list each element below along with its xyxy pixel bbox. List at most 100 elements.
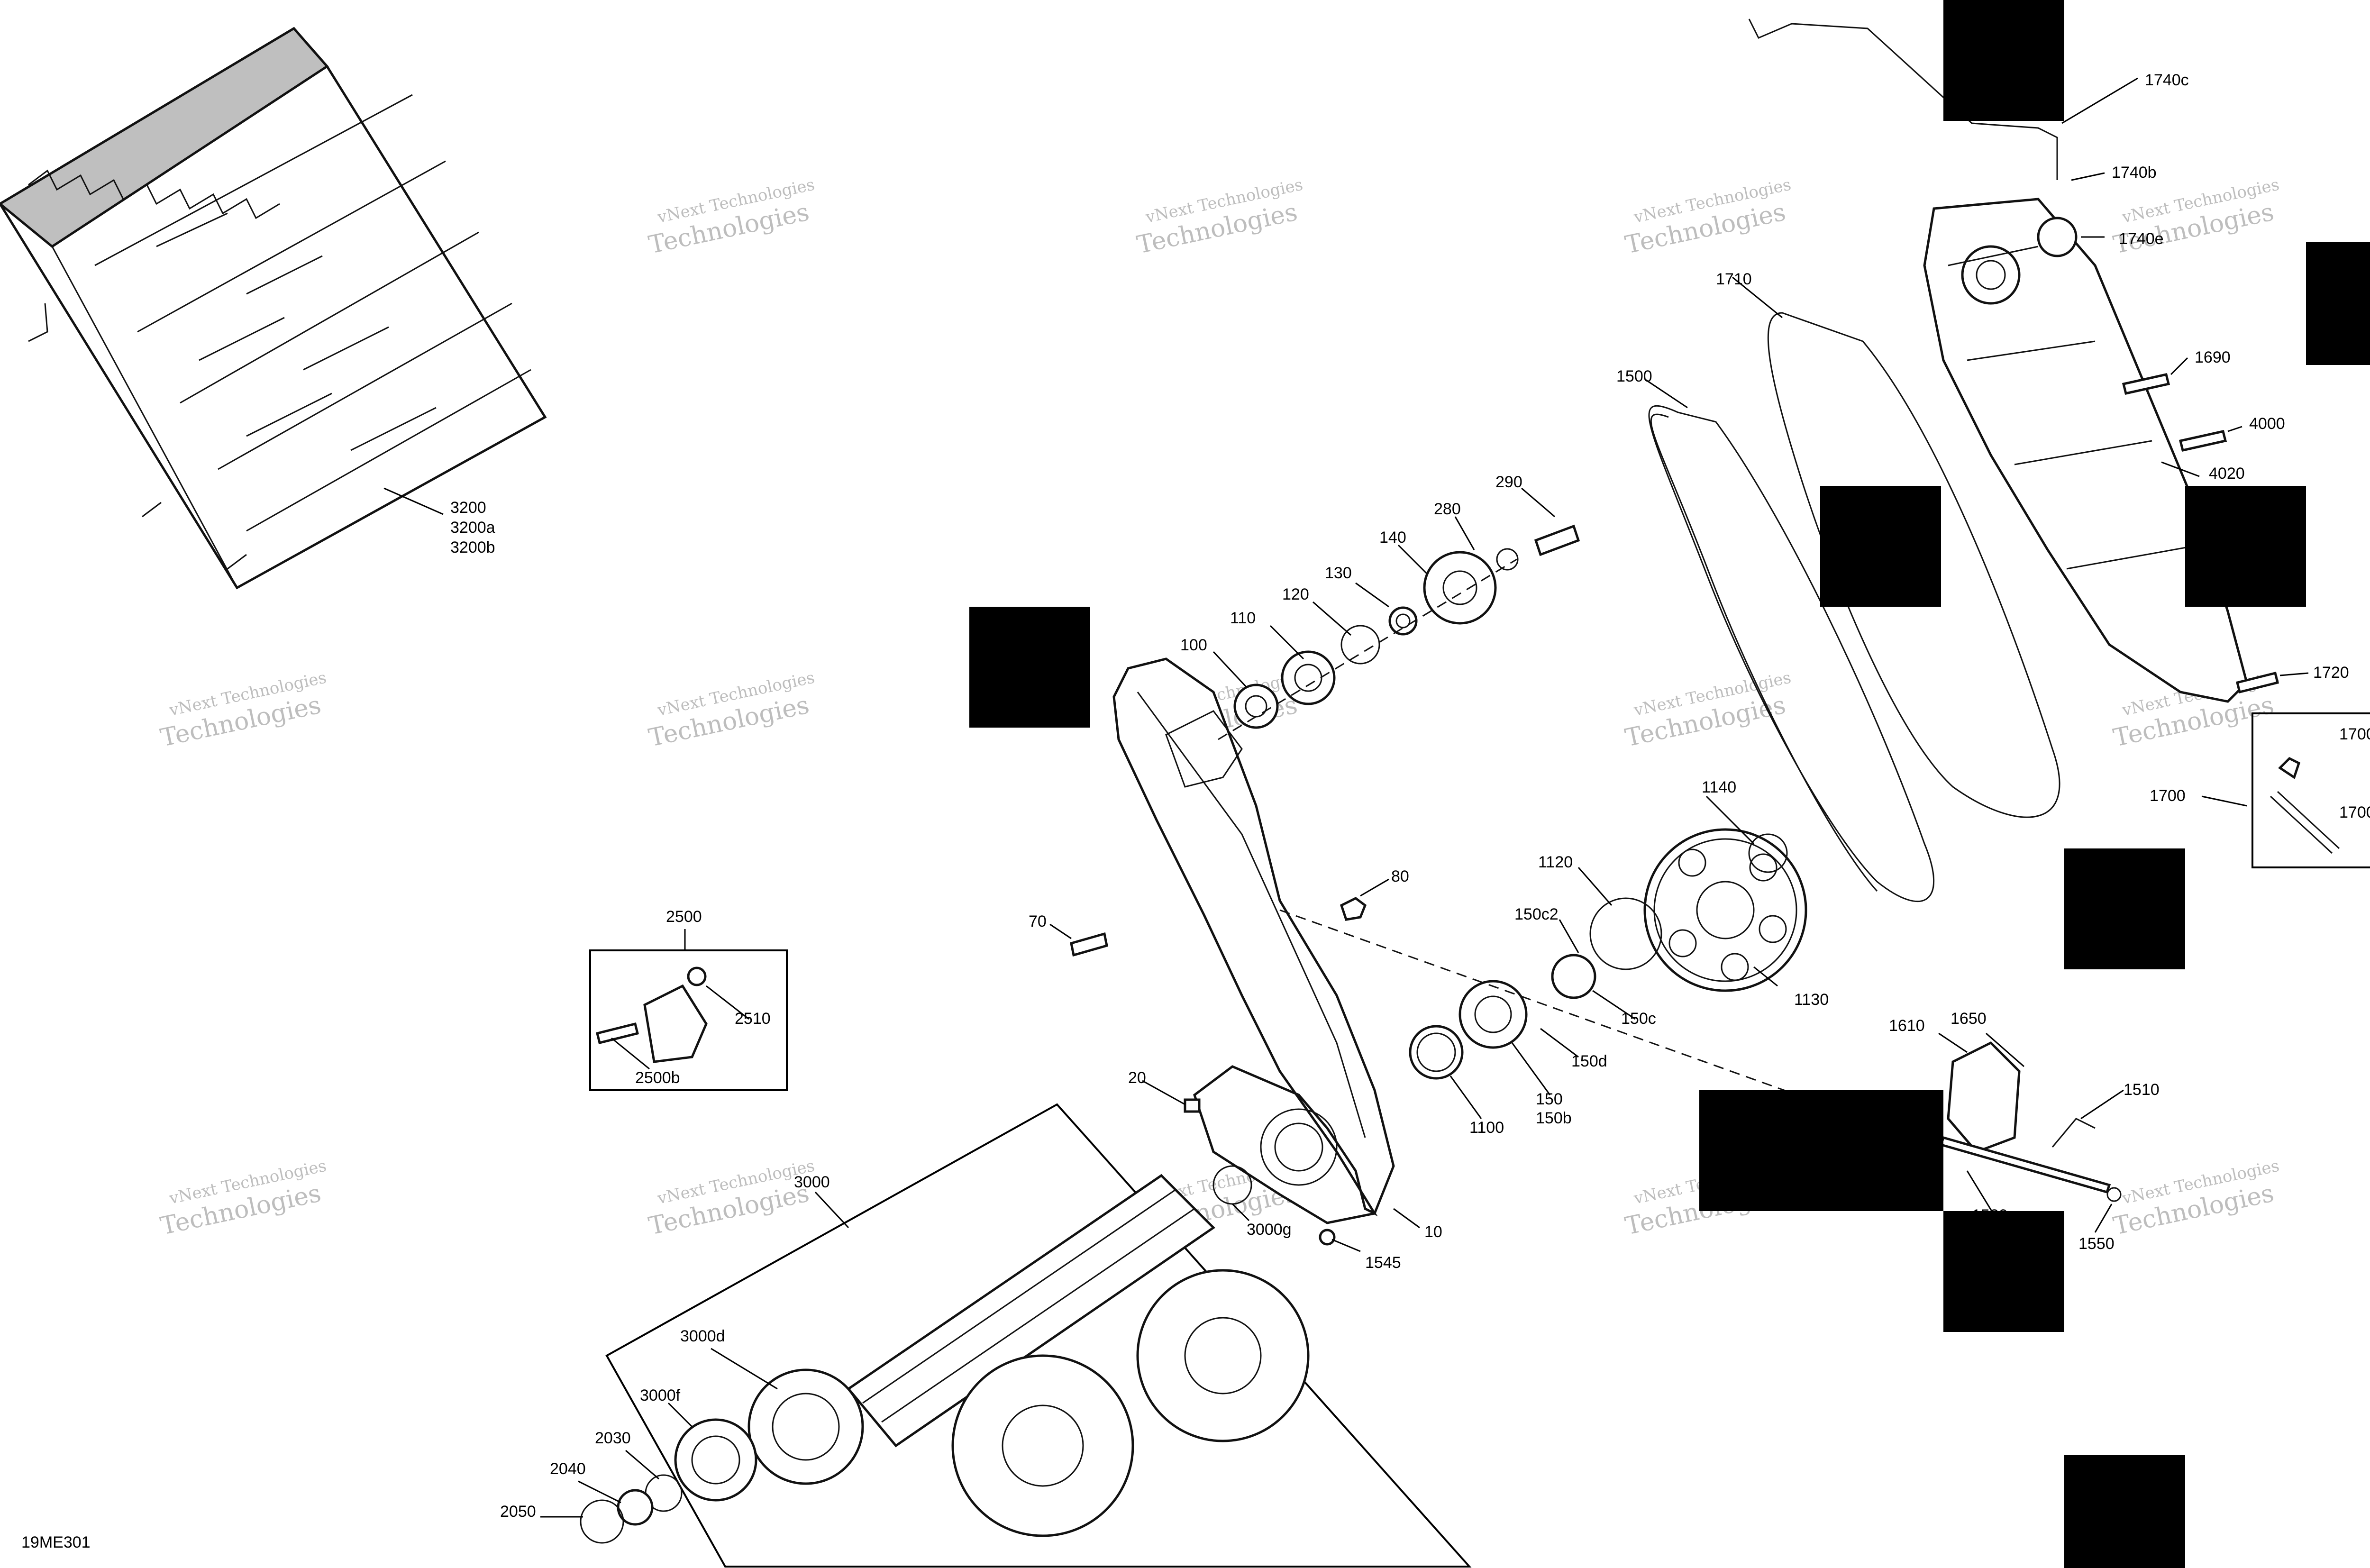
callout-3000: 3000 [794,1173,830,1191]
drive-sprocket-right [1136,1269,1310,1442]
watermark: vNext Technologies Technologies [1623,175,1793,259]
washer-280 [1496,548,1519,571]
callout-1545: 1545 [1365,1254,1401,1272]
callout-2030: 2030 [595,1429,631,1447]
drive-chain [1648,405,1935,902]
callout-1740e: 1740e [2119,230,2164,248]
plug-1545 [1319,1229,1336,1246]
callout-20: 20 [1128,1069,1146,1087]
callout-1740c: 1740c [2145,71,2189,89]
callout-1720: 1720 [2313,664,2349,682]
callout-290: 290 [1495,473,1522,491]
callout-110: 110 [1230,609,1256,627]
callout-3200a: 3200a [450,519,495,537]
bolt-20 [1184,1098,1201,1113]
bearing-100 [1233,684,1279,729]
assembly-axis-line [1279,909,1811,1101]
redaction-block [2064,1455,2185,1568]
watermark: vNext Technologies Technologies [646,1156,816,1240]
vent-hose-1740c [1748,18,2058,180]
callout-4000: 4000 [2249,415,2285,433]
callout-100: 100 [1180,636,1207,654]
inset-box-3000 [605,1103,1472,1568]
watermark: vNext Technologies Technologies [158,1156,328,1240]
redaction-blocks [969,0,2370,1568]
seal-1100 [1409,1025,1464,1080]
bearing-110 [1281,650,1336,705]
callout-1510: 1510 [2124,1081,2160,1099]
callout-1700: 1700 [2150,787,2186,805]
watermark: vNext Technologies Technologies [646,668,816,752]
fitting-1740e [2037,217,2078,257]
callout-1120: 1120 [1538,853,1573,871]
track-section-illustration [0,27,547,590]
watermark: vNext Technologies Technologies [2111,1156,2281,1240]
watermark: vNext Technologies Technologies [646,175,816,259]
callout-2040: 2040 [550,1460,586,1478]
callout-1140: 1140 [1702,778,1736,796]
callout-labels: 3200 3200a 3200b 290 280 140 130 120 110… [21,71,2370,1551]
bearing-150 [1458,980,1528,1049]
callout-1500: 1500 [1616,367,1652,385]
callout-80: 80 [1391,867,1409,885]
circlip-120 [1340,625,1380,665]
callout-150b: 150b [1536,1109,1572,1127]
watermark: vNext Technologies Technologies [1623,668,1793,752]
washer-130 [1388,606,1418,636]
bearing-housing-3000d [747,1368,864,1485]
callout-1100: 1100 [1469,1119,1504,1137]
chaincase-housing [1112,657,1395,1224]
callout-150c2: 150c2 [1514,905,1559,923]
callout-280: 280 [1434,500,1461,518]
redaction-block [969,607,1090,728]
callout-4020: 4020 [2209,465,2245,483]
callout-70: 70 [1029,912,1047,930]
redaction-block [1943,0,2064,121]
callout-2510: 2510 [735,1010,771,1028]
callout-3000g: 3000g [1247,1221,1292,1239]
washer-1550 [2106,1187,2122,1202]
redaction-block [1699,1090,1943,1211]
redaction-block [1943,1211,2064,1332]
callout-1690: 1690 [2195,348,2231,366]
callout-10: 10 [1424,1223,1442,1241]
callout-130: 130 [1325,564,1352,582]
circlip-2050 [580,1499,624,1544]
watermark: vNext Technologies Technologies [1134,175,1304,259]
bolt-290 [1534,524,1580,556]
bolt-1690 [2122,373,2170,395]
watermark: vNext Technologies Technologies [158,668,328,752]
callout-3000f: 3000f [640,1386,681,1404]
gasket-1710 [1767,312,2060,818]
redaction-block [2185,486,2306,607]
callout-120: 120 [1282,585,1309,603]
bolt-70 [1070,932,1108,957]
circlip-1140 [1748,833,1788,873]
callout-1610: 1610 [1889,1017,1925,1035]
callout-3200b: 3200b [450,538,495,556]
redaction-block [2306,242,2370,365]
redaction-block [2064,848,2185,969]
nut-80 [1340,897,1367,921]
callout-2500b: 2500b [635,1069,680,1087]
bracket-2500 [595,966,708,1063]
callout-140: 140 [1379,529,1406,547]
callout-1520: 1520 [1972,1206,2008,1224]
callout-1700d: 1700d [2339,725,2370,743]
pin-1510 [2051,1118,2096,1148]
callout-1650: 1650 [1951,1010,1987,1028]
vent-tube-1700f [2270,757,2340,854]
bolt-4000 [2179,430,2227,452]
callout-150: 150 [1536,1090,1563,1108]
bearing-150c [1551,954,1596,999]
callout-1700f: 1700f [2339,803,2370,821]
shaft-1520 [1939,1136,2111,1194]
drive-axle-3000 [847,1165,1252,1448]
tensioner-1610 [1947,1041,2021,1153]
redaction-block [1820,486,1941,607]
sprocket-140 [1423,551,1497,625]
inset-box-1700 [2252,712,2370,868]
callout-3000d: 3000d [680,1327,725,1345]
callout-1710: 1710 [1716,270,1752,288]
